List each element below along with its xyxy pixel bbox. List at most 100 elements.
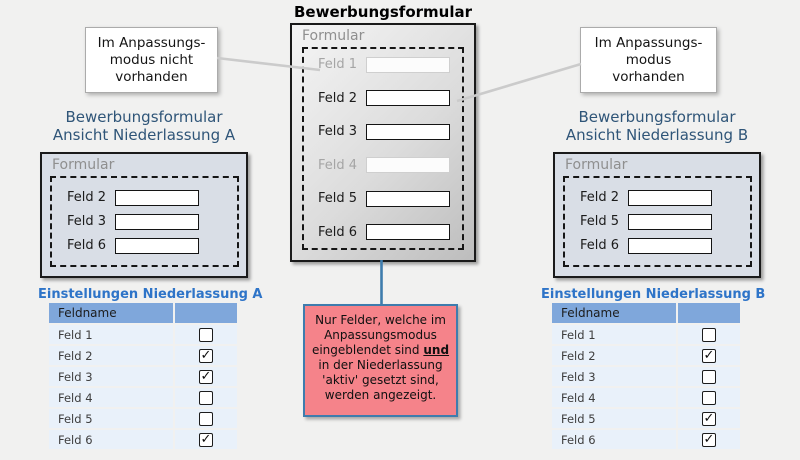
checkbox-checked[interactable]: ✓ <box>702 432 716 447</box>
note-text-before: Nur Felder, welche im Anpassungsmodus ei… <box>311 313 446 357</box>
field-label: Feld 5 <box>580 214 620 229</box>
table-row: Feld 5 <box>49 409 237 428</box>
table-row: Feld 1 <box>552 325 740 344</box>
main-form-title: Bewerbungsformular <box>294 3 472 21</box>
checkbox-cell: ✓ <box>678 409 740 428</box>
table-row: Feld 3 <box>552 367 740 386</box>
branch-a-title: Bewerbungsformular Ansicht Niederlassung… <box>29 108 259 144</box>
field-input[interactable] <box>628 189 712 206</box>
column-header-feldname: Feldname <box>552 303 676 323</box>
note-box: Nur Felder, welche im Anpassungsmodus ei… <box>303 304 458 417</box>
field-input[interactable] <box>115 213 199 230</box>
field-input[interactable] <box>366 224 450 241</box>
checkbox-unchecked[interactable] <box>199 411 213 426</box>
field-label: Feld 2 <box>318 90 358 106</box>
fieldname-cell: Feld 5 <box>49 409 173 428</box>
form-field-row: Feld 2 <box>580 189 746 206</box>
fieldname-cell: Feld 1 <box>552 325 676 344</box>
fieldname-cell: Feld 2 <box>552 346 676 365</box>
form-field-row: Feld 2 <box>318 90 456 107</box>
field-input[interactable] <box>366 56 450 73</box>
field-input[interactable] <box>366 90 450 107</box>
fieldname-cell: Feld 5 <box>552 409 676 428</box>
callout-line: vorhanden <box>115 68 188 85</box>
checkbox-unchecked[interactable] <box>702 369 716 384</box>
checkbox-checked[interactable]: ✓ <box>199 348 213 363</box>
checkbox-unchecked[interactable] <box>199 327 213 342</box>
checkbox-cell <box>175 388 237 407</box>
checkbox-checked[interactable]: ✓ <box>199 369 213 384</box>
fieldname-cell: Feld 3 <box>49 367 173 386</box>
branch-b-fields: Feld 2 Feld 5 Feld 6 <box>580 182 746 261</box>
form-field-row: Feld 1 <box>318 56 456 73</box>
field-label: Feld 2 <box>580 190 620 205</box>
branch-a-fields: Feld 2 Feld 3 Feld 6 <box>67 182 233 261</box>
checkbox-cell: ✓ <box>175 346 237 365</box>
main-form-panel-label: Formular <box>302 28 365 44</box>
form-field-row: Feld 3 <box>318 123 456 140</box>
checkbox-checked[interactable]: ✓ <box>199 432 213 447</box>
form-field-row: Feld 3 <box>67 213 233 230</box>
table-row: Feld 2 ✓ <box>49 346 237 365</box>
checkbox-unchecked[interactable] <box>702 390 716 405</box>
field-input[interactable] <box>628 237 712 254</box>
field-input[interactable] <box>366 157 450 174</box>
callout-line: vorhanden <box>612 68 685 85</box>
fieldname-cell: Feld 1 <box>49 325 173 344</box>
fieldname-cell: Feld 6 <box>49 430 173 449</box>
field-input[interactable] <box>115 189 199 206</box>
field-label: Feld 3 <box>67 214 107 229</box>
field-input[interactable] <box>366 190 450 207</box>
note-emphasis: und <box>423 343 450 357</box>
fieldname-cell: Feld 2 <box>49 346 173 365</box>
branch-a-title-line1: Bewerbungsformular <box>65 108 223 126</box>
table-row: Feld 2 ✓ <box>552 346 740 365</box>
branch-a-dashed-area: Feld 2 Feld 3 Feld 6 <box>50 176 239 267</box>
column-header-active <box>175 303 237 323</box>
callout-line: Im Anpassungs- <box>97 34 206 51</box>
field-label: Feld 4 <box>318 157 358 173</box>
branch-b-panel-label: Formular <box>565 157 628 173</box>
form-field-row: Feld 6 <box>67 237 233 254</box>
branch-b-title-line2: Ansicht Niederlassung B <box>565 126 749 144</box>
checkbox-cell <box>678 388 740 407</box>
branch-a-form-box: Formular Feld 2 Feld 3 Feld 6 <box>40 152 248 278</box>
branch-a-panel-label: Formular <box>52 157 115 173</box>
field-label: Feld 3 <box>318 124 358 140</box>
field-input[interactable] <box>628 213 712 230</box>
settings-b-title: Einstellungen Niederlassung B <box>541 287 766 302</box>
table-row: Feld 1 <box>49 325 237 344</box>
checkbox-unchecked[interactable] <box>199 390 213 405</box>
checkbox-checked[interactable]: ✓ <box>702 348 716 363</box>
form-field-row: Feld 6 <box>580 237 746 254</box>
checkbox-cell: ✓ <box>175 430 237 449</box>
table-row: Feld 6 ✓ <box>552 430 740 449</box>
branch-b-dashed-area: Feld 2 Feld 5 Feld 6 <box>563 176 752 267</box>
callout-line: Im Anpassungs- <box>594 34 703 51</box>
checkbox-cell <box>678 325 740 344</box>
branch-b-form-box: Formular Feld 2 Feld 5 Feld 6 <box>553 152 761 278</box>
checkbox-checked[interactable]: ✓ <box>702 411 716 426</box>
field-input[interactable] <box>115 237 199 254</box>
checkbox-cell: ✓ <box>678 430 740 449</box>
callout-line: modus nicht <box>109 51 194 68</box>
form-field-row: Feld 5 <box>580 213 746 230</box>
form-field-row: Feld 5 <box>318 190 456 207</box>
form-field-row: Feld 2 <box>67 189 233 206</box>
field-label: Feld 6 <box>67 238 107 253</box>
fieldname-cell: Feld 3 <box>552 367 676 386</box>
field-label: Feld 5 <box>318 191 358 207</box>
checkbox-unchecked[interactable] <box>702 327 716 342</box>
fieldname-cell: Feld 6 <box>552 430 676 449</box>
branch-a-title-line2: Ansicht Niederlassung A <box>52 126 236 144</box>
branch-b-title-line1: Bewerbungsformular <box>578 108 736 126</box>
field-input[interactable] <box>366 123 450 140</box>
form-field-row: Feld 4 <box>318 157 456 174</box>
checkbox-cell: ✓ <box>678 346 740 365</box>
callout-line: modus <box>625 51 672 68</box>
